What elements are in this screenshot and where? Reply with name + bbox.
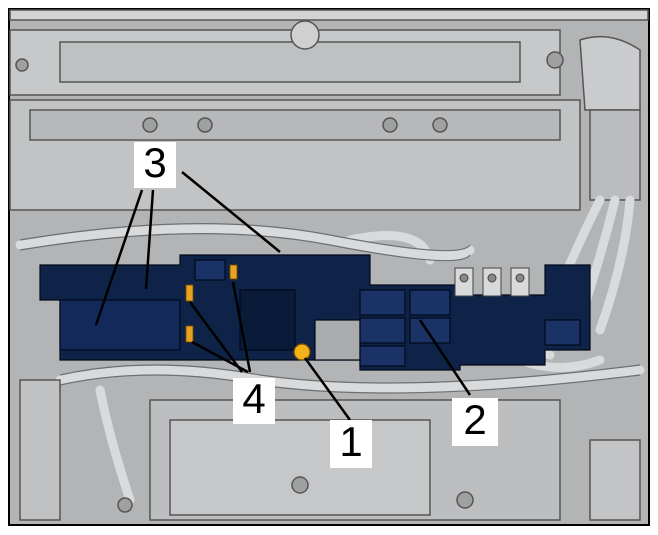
- callout-label-2: 2: [463, 396, 486, 443]
- callout-label-1: 1: [339, 418, 362, 465]
- callout-1: 1: [330, 418, 372, 468]
- callout-label-3: 3: [143, 139, 166, 186]
- callout-2: 2: [452, 396, 498, 446]
- callout-4: 4: [233, 375, 275, 424]
- fastening-nut: [293, 343, 311, 361]
- fuse-relay-carrier: [39, 254, 591, 371]
- orange-fuses: [185, 264, 238, 343]
- callout-label-4: 4: [242, 375, 265, 422]
- leader-lines: [94, 171, 472, 421]
- wiring-harness-outline: [19, 223, 641, 394]
- battery-terminals: [454, 267, 530, 297]
- vehicle-body-structure: [9, 9, 649, 211]
- callout-3: 3: [134, 139, 176, 188]
